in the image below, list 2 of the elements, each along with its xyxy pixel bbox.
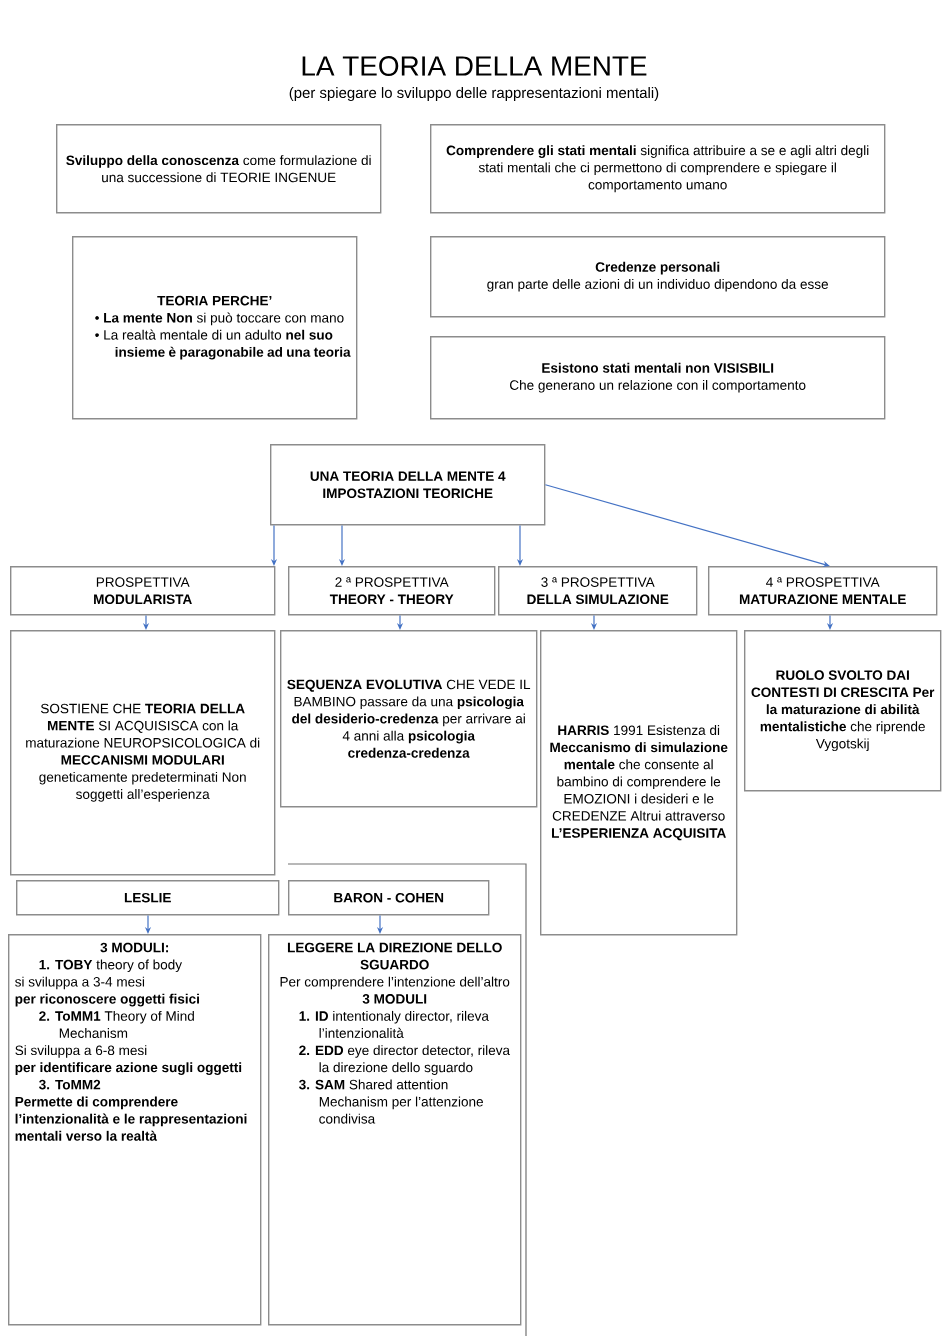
arrow bbox=[544, 484, 830, 567]
title: LA TEORIA DELLA MENTE bbox=[302, 56, 647, 76]
